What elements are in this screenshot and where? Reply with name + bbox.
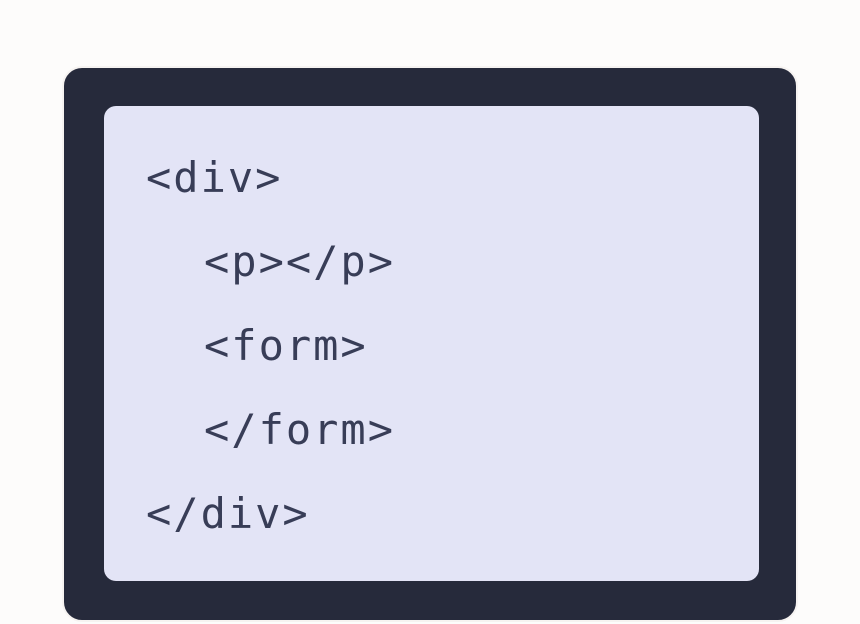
code-window-frame: <div> <p></p> <form> </form> </div> (62, 66, 798, 622)
code-line-p: <p></p> (204, 237, 396, 286)
code-line-div-close: </div> (146, 489, 310, 538)
code-panel: <div> <p></p> <form> </form> </div> (104, 106, 759, 581)
code-line-form-open: <form> (204, 321, 368, 370)
code-block: <div> <p></p> <form> </form> </div> (104, 106, 759, 556)
code-line-div-open: <div> (146, 153, 283, 202)
code-line-form-close: </form> (204, 405, 396, 454)
